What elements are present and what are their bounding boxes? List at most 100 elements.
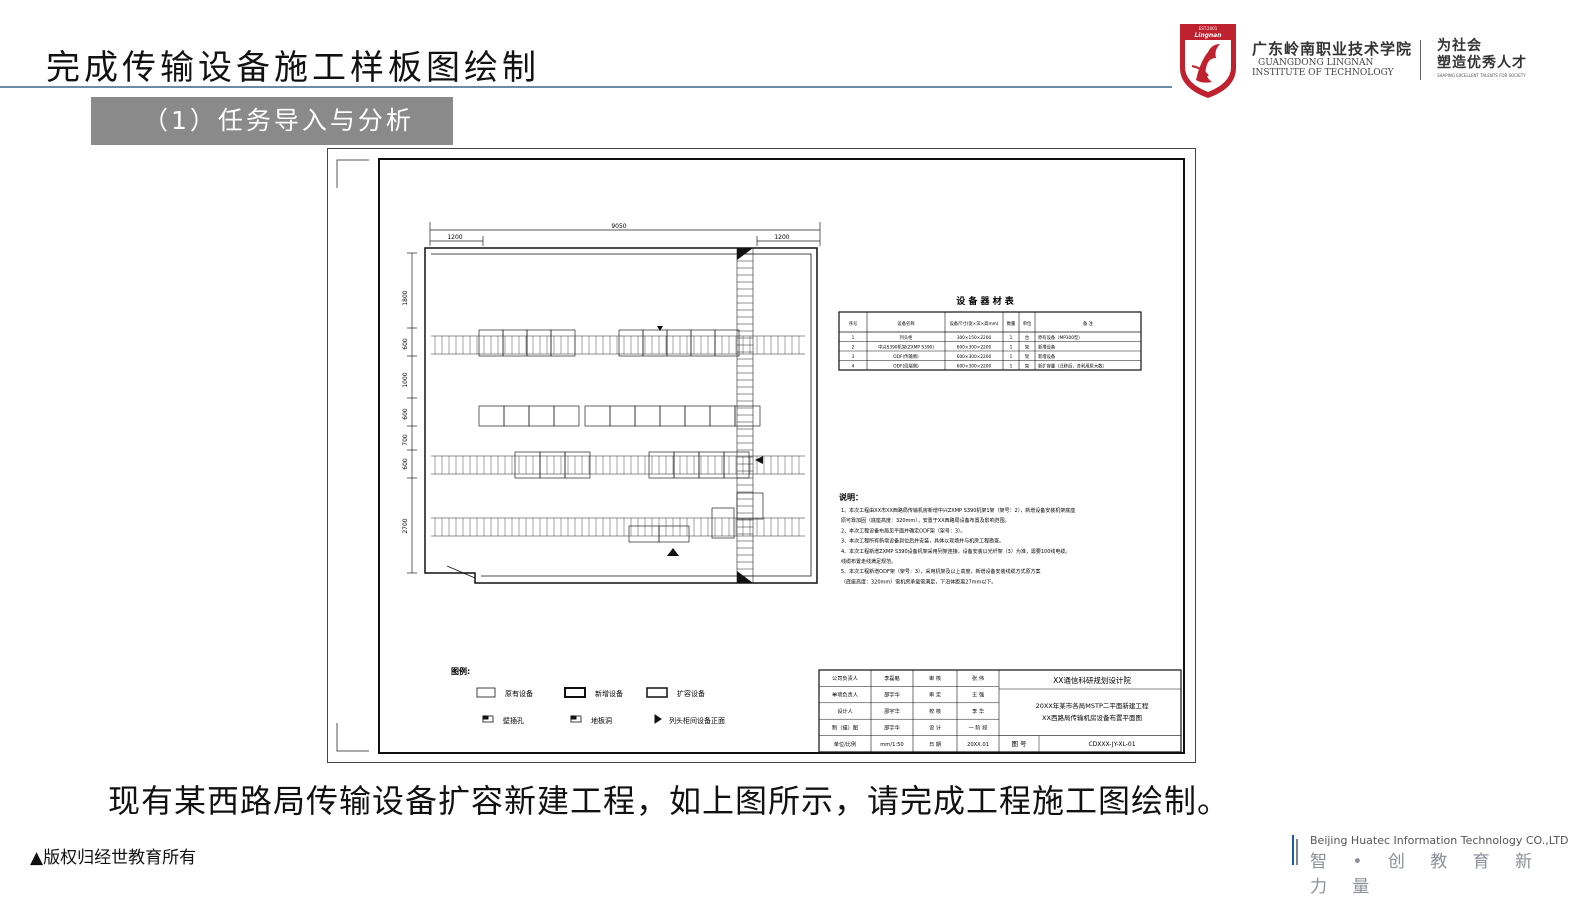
title-block-cell: 单项负责人 <box>832 691 858 699</box>
page-title: 完成传输设备施工样板图绘制 <box>46 48 540 88</box>
logo-word: Lingnan <box>1194 32 1221 39</box>
dim-v4: 600 <box>402 408 409 420</box>
table-cell: 架 <box>1025 354 1030 360</box>
table-header: 单位 <box>1023 320 1032 327</box>
equipment-rack <box>658 525 690 543</box>
dim-v1: 1800 <box>402 290 409 305</box>
table-header: 序号 <box>849 320 858 327</box>
motto-line1: 为社会 <box>1437 38 1482 54</box>
table-cell: 1 <box>1010 344 1013 350</box>
task-caption: 现有某西路局传输设备扩容新建工程，如上图所示，请完成工程施工图绘制。 <box>108 782 1231 820</box>
legend-title: 图例: <box>451 666 470 676</box>
title-block-cell: 审 定 <box>929 691 941 699</box>
title-block-cell: 邵宇华 <box>884 691 900 699</box>
note-line: 线缆布置走线满足规范。 <box>841 558 896 565</box>
logo-year: EST.2001 <box>1199 26 1218 31</box>
legend-item-existing: 原有设备 <box>505 689 533 698</box>
title-block-drawing-no: CDXXX-JY-XL-01 <box>1088 741 1135 748</box>
table-cell: ODF(传输侧) <box>893 353 919 360</box>
motto-en: SHAPING EXCELLENT TALENTS FOR SOCIETY <box>1437 73 1526 78</box>
notes-title: 说明： <box>839 492 863 502</box>
equipment-rack <box>714 329 740 357</box>
title-block-company: XX通信科研规划设计院 <box>1053 675 1131 685</box>
company-name-en: Beijing Huatec Information Technology CO… <box>1310 834 1569 847</box>
legend-item-floor-hole: 地板洞 <box>591 716 612 725</box>
title-block-cell: 设计人 <box>837 707 853 715</box>
dimension-left <box>407 252 417 574</box>
title-block-drawing-no-label: 图 号 <box>1011 740 1027 748</box>
school-motto: 为社会 塑造优秀人才 <box>1437 38 1527 72</box>
note-line: 4、本次工程新增ZXMP S390设备机架采用列架连接，设备安装以光纤架（3）为… <box>841 548 1070 555</box>
legend-item-front: 列头柜间设备正面 <box>669 716 725 725</box>
note-line: 3、本次工程所有新增设备到位后并安装，具体以现场并与机房工程勘查。 <box>841 538 1004 545</box>
table-cell: 新增设备 <box>1038 343 1056 350</box>
note-line: 原可靠加固（底座高度：320mm），安置于XX西路局设备布置及影响范围。 <box>841 517 1010 524</box>
table-header: 数量 <box>1007 320 1016 327</box>
table-cell: 600×300×2200 <box>957 344 992 350</box>
table-cell: 原有设备（MP300型） <box>1038 334 1083 341</box>
title-block-cell: 制（描）图 <box>832 723 858 731</box>
dim-right-offset: 1200 <box>774 234 789 241</box>
dim-v2: 600 <box>402 338 409 350</box>
table-cell: 新扩容量（迁移后，含利用原大数） <box>1038 362 1107 369</box>
school-name-cn: 广东岭南职业技术学院 <box>1252 40 1413 58</box>
school-name-en: GUANGDONG LINGNAN INSTITUTE OF TECHNOLOG… <box>1252 58 1394 78</box>
table-cell: 4 <box>852 363 855 369</box>
dim-v5: 700 <box>402 434 409 446</box>
table-cell: 1 <box>852 335 855 341</box>
dim-v3: 1000 <box>402 372 409 387</box>
title-block-cell: 邵宇华 <box>884 723 900 731</box>
table-header: 设备名称 <box>897 320 915 327</box>
floor-plan-drawing: 9050 1200 1200 1800 600 1000 600 700 600… <box>327 148 1196 763</box>
legend-symbols <box>476 687 668 724</box>
table-cell: 2 <box>852 344 855 350</box>
dim-left-offset: 1200 <box>447 234 462 241</box>
dimension-top <box>429 222 821 246</box>
note-line: （底座高度：320mm）需机房承载需满足，下沿体距离27mm以下。 <box>841 578 996 585</box>
equipment-rack <box>711 507 735 539</box>
title-block-cell: 一 阶 段 <box>969 723 988 731</box>
table-cell: 台 <box>1025 334 1029 341</box>
table-cell: 新增设备 <box>1038 353 1056 360</box>
copyright-notice: ▲版权归经世教育所有 <box>30 848 197 868</box>
table-cell: 1 <box>1010 354 1013 360</box>
equipment-rack <box>564 451 591 479</box>
school-name-en-line2: INSTITUTE OF TECHNOLOGY <box>1252 68 1394 78</box>
title-block-project-line2: XX西路局传输机房设备布置平面图 <box>1042 713 1142 722</box>
notes-text: 1、本次工程由XX市XX西路局传输机房新增中兴ZXMP S390机架1架（架号：… <box>841 507 1075 585</box>
table-cell: ODF(局端侧) <box>893 362 919 369</box>
table-cell: 300×150×2200 <box>957 335 992 341</box>
title-block-cell: 邵宇华 <box>884 707 900 715</box>
title-divider <box>0 86 1172 88</box>
title-block-cell: 日 期 <box>929 741 941 748</box>
school-name-en-line1: GUANGDONG LINGNAN <box>1258 58 1374 68</box>
school-logo-icon: EST.2001 Lingnan <box>1180 24 1236 98</box>
section-label: （1）任务导入与分析 <box>91 97 453 145</box>
title-block-cell: mm/1:50 <box>880 742 904 748</box>
table-cell: 架 <box>1025 344 1030 350</box>
title-block-cell: 公司负责人 <box>832 674 858 682</box>
equipment-rack <box>550 329 576 357</box>
company-logo-icon <box>1292 835 1298 865</box>
table-header: 备 注 <box>1083 320 1094 327</box>
title-block-cell: 设 计 <box>929 723 941 731</box>
table-cell: 1 <box>1010 335 1013 341</box>
equipment-rack <box>736 492 764 520</box>
equipment-rack <box>553 405 580 427</box>
title-block-cell: 王 强 <box>972 692 984 699</box>
title-block-cell: 李磊魁 <box>884 674 900 682</box>
title-block-cell: 单位/比例 <box>834 740 857 748</box>
legend-item-new: 新增设备 <box>595 689 623 698</box>
table-cell: 中兴S390机架(ZXMP S390) <box>878 343 934 350</box>
note-line: 1、本次工程由XX市XX西路局传输机房新增中兴ZXMP S390机架1架（架号：… <box>841 507 1075 514</box>
table-cell: 架 <box>1025 363 1030 369</box>
title-block: 公司负责人李磊魁审 核张 伟单项负责人邵宇华审 定王 强设计人邵宇华校 核李 华… <box>818 669 1182 753</box>
dim-v6: 600 <box>402 458 409 470</box>
note-line: 5、本次工程新增ODF架（架号：3），采用机架及以上高度，新增设备安装线缆方式原… <box>841 568 1041 575</box>
title-block-cell: 审 核 <box>929 674 941 682</box>
title-block-cell: 李 华 <box>972 707 984 715</box>
table-cell: 600×300×2200 <box>957 354 992 360</box>
table-header: 设备尺寸(宽×深×高mm) <box>949 320 998 327</box>
title-block-project-line1: 20XX年某市各局MSTP二平面新建工程 <box>1036 701 1149 710</box>
